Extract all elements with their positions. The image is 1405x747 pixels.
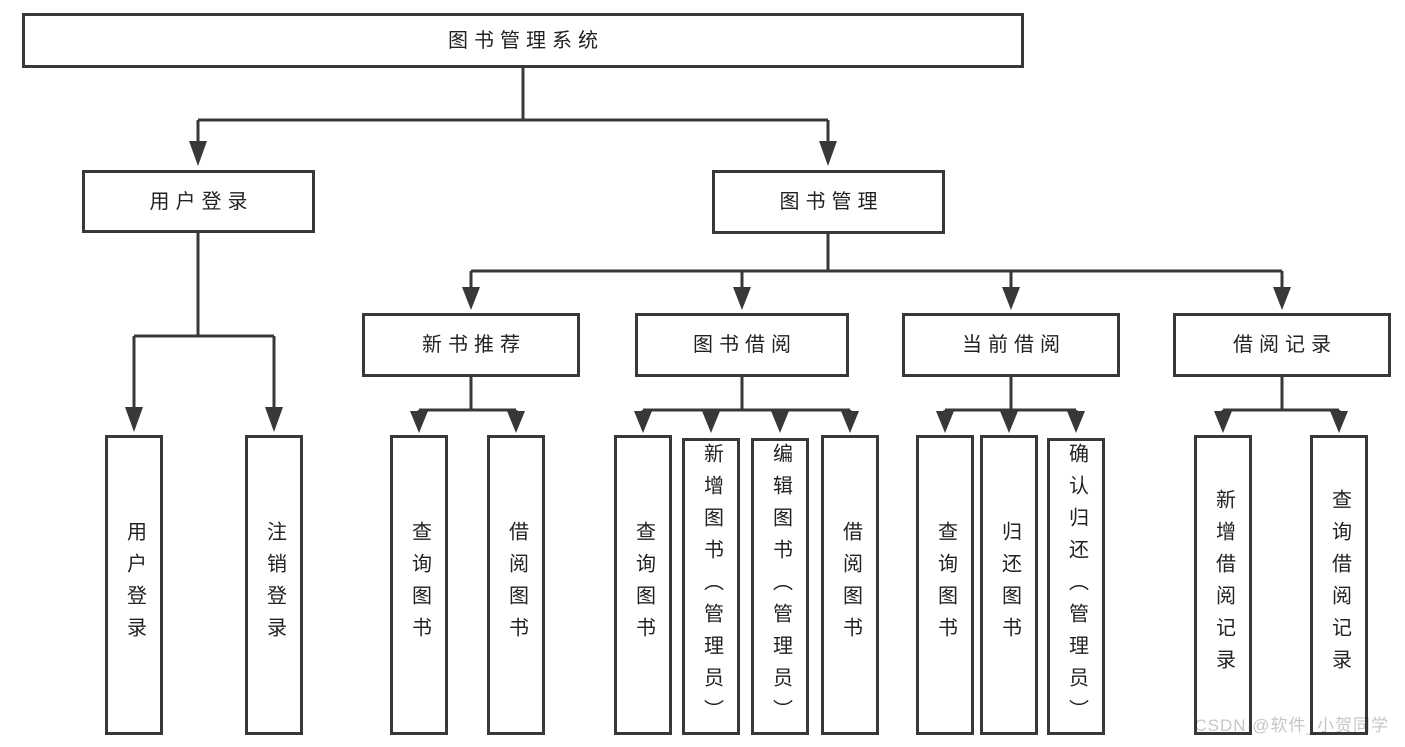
node-label: 用户登录	[149, 190, 254, 213]
arrowhead	[125, 407, 143, 432]
leaf-query-books-recommend: 查询图书	[390, 435, 448, 735]
connector-book-borrow	[641, 377, 852, 414]
node-label: 查询图书	[632, 521, 655, 649]
connector-borrow-records	[1221, 377, 1341, 414]
node-label: 图书管理	[779, 191, 884, 213]
connector-user-login	[132, 233, 276, 409]
node-book-borrow: 图书借阅	[635, 313, 849, 377]
leaf-add-borrow-record: 新增借阅记录	[1194, 435, 1252, 735]
leaf-user-login: 用户登录	[105, 435, 163, 735]
leaf-confirm-return-admin: 确认归还（管理员）	[1047, 438, 1105, 735]
node-label: 新增借阅记录	[1212, 489, 1235, 681]
node-label: 编辑图书（管理员）	[769, 442, 792, 731]
arrowhead	[1002, 287, 1020, 310]
connector-root	[196, 68, 830, 142]
node-label: 借阅图书	[839, 521, 862, 649]
arrowhead	[1330, 411, 1348, 433]
node-label: 用户登录	[123, 521, 146, 649]
node-label: 当前借阅	[962, 334, 1066, 356]
node-label: 注销登录	[263, 521, 286, 649]
arrowhead	[410, 411, 428, 433]
arrowhead	[265, 407, 283, 432]
node-label: 图书借阅	[693, 334, 797, 356]
leaf-return-books: 归还图书	[980, 435, 1038, 735]
arrowhead	[1067, 411, 1085, 433]
node-label: 归还图书	[998, 521, 1021, 649]
arrowhead	[936, 411, 954, 433]
node-label: 新书推荐	[422, 334, 526, 356]
node-label: 新增图书（管理员）	[700, 442, 723, 731]
leaf-add-books-admin: 新增图书（管理员）	[682, 438, 740, 735]
connector-book-management	[469, 234, 1284, 289]
connector-current-borrow	[943, 377, 1078, 414]
watermark-text: CSDN @软件_小贺同学	[1194, 716, 1389, 735]
node-label: 查询图书	[934, 521, 957, 649]
arrowhead	[1214, 411, 1232, 433]
arrowhead	[841, 411, 859, 433]
node-label: 查询图书	[408, 521, 431, 649]
arrowhead	[733, 287, 751, 310]
node-root-system: 图书管理系统	[22, 13, 1024, 68]
arrowhead	[634, 411, 652, 433]
node-label: 查询借阅记录	[1328, 489, 1351, 681]
node-user-login: 用户登录	[82, 170, 315, 233]
arrowhead	[507, 411, 525, 433]
leaf-query-books-borrow: 查询图书	[614, 435, 672, 735]
leaf-borrow-books: 借阅图书	[821, 435, 879, 735]
arrowhead	[702, 411, 720, 433]
arrowhead	[462, 287, 480, 310]
arrowheads	[125, 141, 1348, 433]
node-label: 确认归还（管理员）	[1065, 442, 1088, 731]
arrowhead	[189, 141, 207, 166]
leaf-edit-books-admin: 编辑图书（管理员）	[751, 438, 809, 735]
node-current-borrow: 当前借阅	[902, 313, 1120, 377]
arrowhead	[1000, 411, 1018, 433]
arrowhead	[1273, 287, 1291, 310]
node-new-book-recommend: 新书推荐	[362, 313, 580, 377]
node-book-management: 图书管理	[712, 170, 945, 234]
node-label: 借阅图书	[505, 521, 528, 649]
node-label: 借阅记录	[1233, 334, 1337, 356]
connector-new-book	[417, 377, 518, 414]
leaf-borrow-books-recommend: 借阅图书	[487, 435, 545, 735]
arrowhead	[771, 411, 789, 433]
leaf-logout: 注销登录	[245, 435, 303, 735]
leaf-query-books-current: 查询图书	[916, 435, 974, 735]
arrowhead	[819, 141, 837, 166]
node-label: 图书管理系统	[448, 29, 604, 52]
leaf-query-borrow-record: 查询借阅记录	[1310, 435, 1368, 735]
node-borrow-records: 借阅记录	[1173, 313, 1391, 377]
